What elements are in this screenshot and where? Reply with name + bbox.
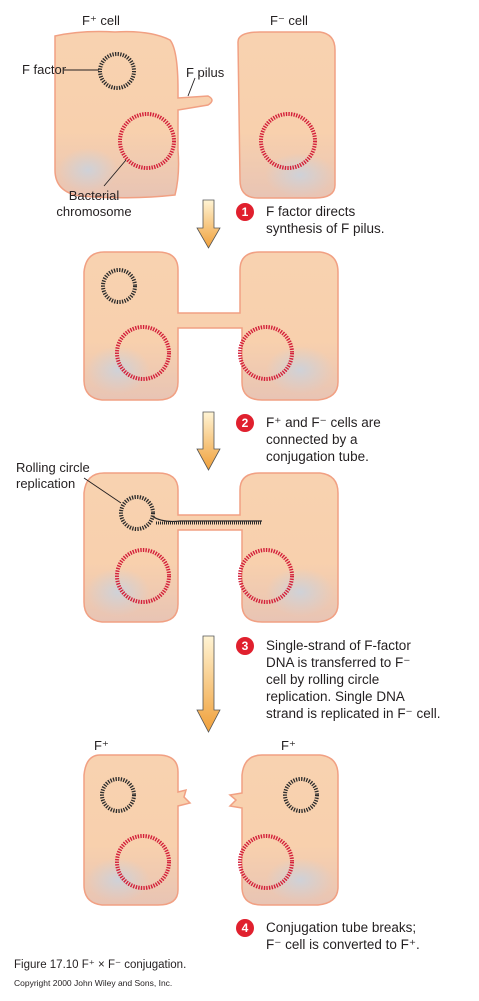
bacterial-chromosome	[118, 112, 176, 170]
cell-shading	[86, 858, 150, 902]
dna-strand	[151, 515, 262, 523]
step-line: F factor directs	[266, 204, 356, 219]
copyright: Copyright 2000 John Wiley and Sons, Inc.	[14, 978, 173, 988]
step-badge: 4	[236, 919, 254, 937]
bacterial-chromosome	[115, 548, 171, 604]
step-line: DNA is transferred to F⁻	[266, 655, 411, 670]
cell-shading	[266, 858, 334, 902]
f-factor-plasmid	[98, 52, 136, 90]
down-arrow	[196, 411, 221, 471]
step-line: connected by a	[266, 432, 358, 447]
step-line: cell by rolling circle	[266, 672, 380, 687]
step-badge: 3	[236, 637, 254, 655]
bacterial-chromosome	[238, 325, 294, 381]
cell-shading	[266, 346, 334, 394]
f-factor-plasmid	[101, 268, 137, 304]
rolling-circle-label-line: replication	[16, 476, 76, 491]
cell-shading	[86, 346, 150, 394]
step-line: Single-strand of F-factor	[266, 638, 411, 653]
step-badge: 1	[236, 203, 254, 221]
figure-caption: Figure 17.10 F⁺ × F⁻ conjugation.	[14, 959, 187, 971]
bacterial-chromosome	[238, 548, 294, 604]
f-factor-plasmid	[283, 777, 319, 813]
leader-line	[187, 77, 196, 97]
bacterial-chromosome	[238, 834, 294, 890]
cell-shading	[266, 568, 334, 616]
cell-shading	[86, 568, 150, 616]
step-line: F⁺ and F⁻ cells are	[266, 415, 381, 430]
fminus-cell-label: F⁻ cell	[270, 13, 308, 28]
f-factor-plasmid	[119, 495, 155, 531]
step-line: F⁻ cell is converted to F⁺.	[266, 937, 420, 952]
fplus-right-label: F⁺	[281, 738, 296, 753]
cell-shading	[58, 148, 118, 192]
chromosome-label-line: chromosome	[56, 204, 132, 219]
step-line: strand is replicated in F⁻ cell.	[266, 706, 441, 721]
step-line: synthesis of F pilus.	[266, 221, 385, 236]
rolling-circle-label: Rolling circle replication	[16, 460, 90, 492]
bacterial-chromosome	[115, 325, 171, 381]
f-pilus-label: F pilus	[186, 65, 225, 80]
chromosome-label-line: Bacterial	[68, 188, 120, 203]
step-text: F⁺ and F⁻ cells are connected by a conju…	[266, 414, 381, 465]
fplus-left-label: F⁺	[94, 738, 109, 753]
bacterial-chromosome	[259, 112, 317, 170]
step-text: F factor directs synthesis of F pilus.	[266, 203, 385, 237]
chromosome-label: Bacterial chromosome	[48, 188, 140, 220]
step-line: conjugation tube.	[266, 449, 369, 464]
panel-3	[83, 472, 339, 623]
panel-4	[83, 754, 339, 906]
step-line: Conjugation tube breaks;	[266, 920, 417, 935]
f-factor-plasmid	[100, 777, 136, 813]
f-factor-label: F factor	[22, 62, 67, 77]
leader-line	[83, 477, 122, 504]
step-line: replication. Single DNA	[266, 689, 405, 704]
down-arrow	[196, 635, 221, 733]
down-arrow	[196, 199, 221, 249]
step-text: Conjugation tube breaks; F⁻ cell is conv…	[266, 919, 420, 953]
leader-line	[103, 159, 127, 187]
panel-1	[54, 30, 336, 199]
fplus-cell-label: F⁺ cell	[82, 13, 120, 28]
step-text: Single-strand of F-factor DNA is transfe…	[266, 637, 440, 722]
cell-shading	[265, 153, 335, 197]
step-badge: 2	[236, 414, 254, 432]
rolling-circle-label-line: Rolling circle	[16, 460, 90, 475]
panel-2	[83, 251, 339, 401]
bacterial-chromosome	[115, 834, 171, 890]
